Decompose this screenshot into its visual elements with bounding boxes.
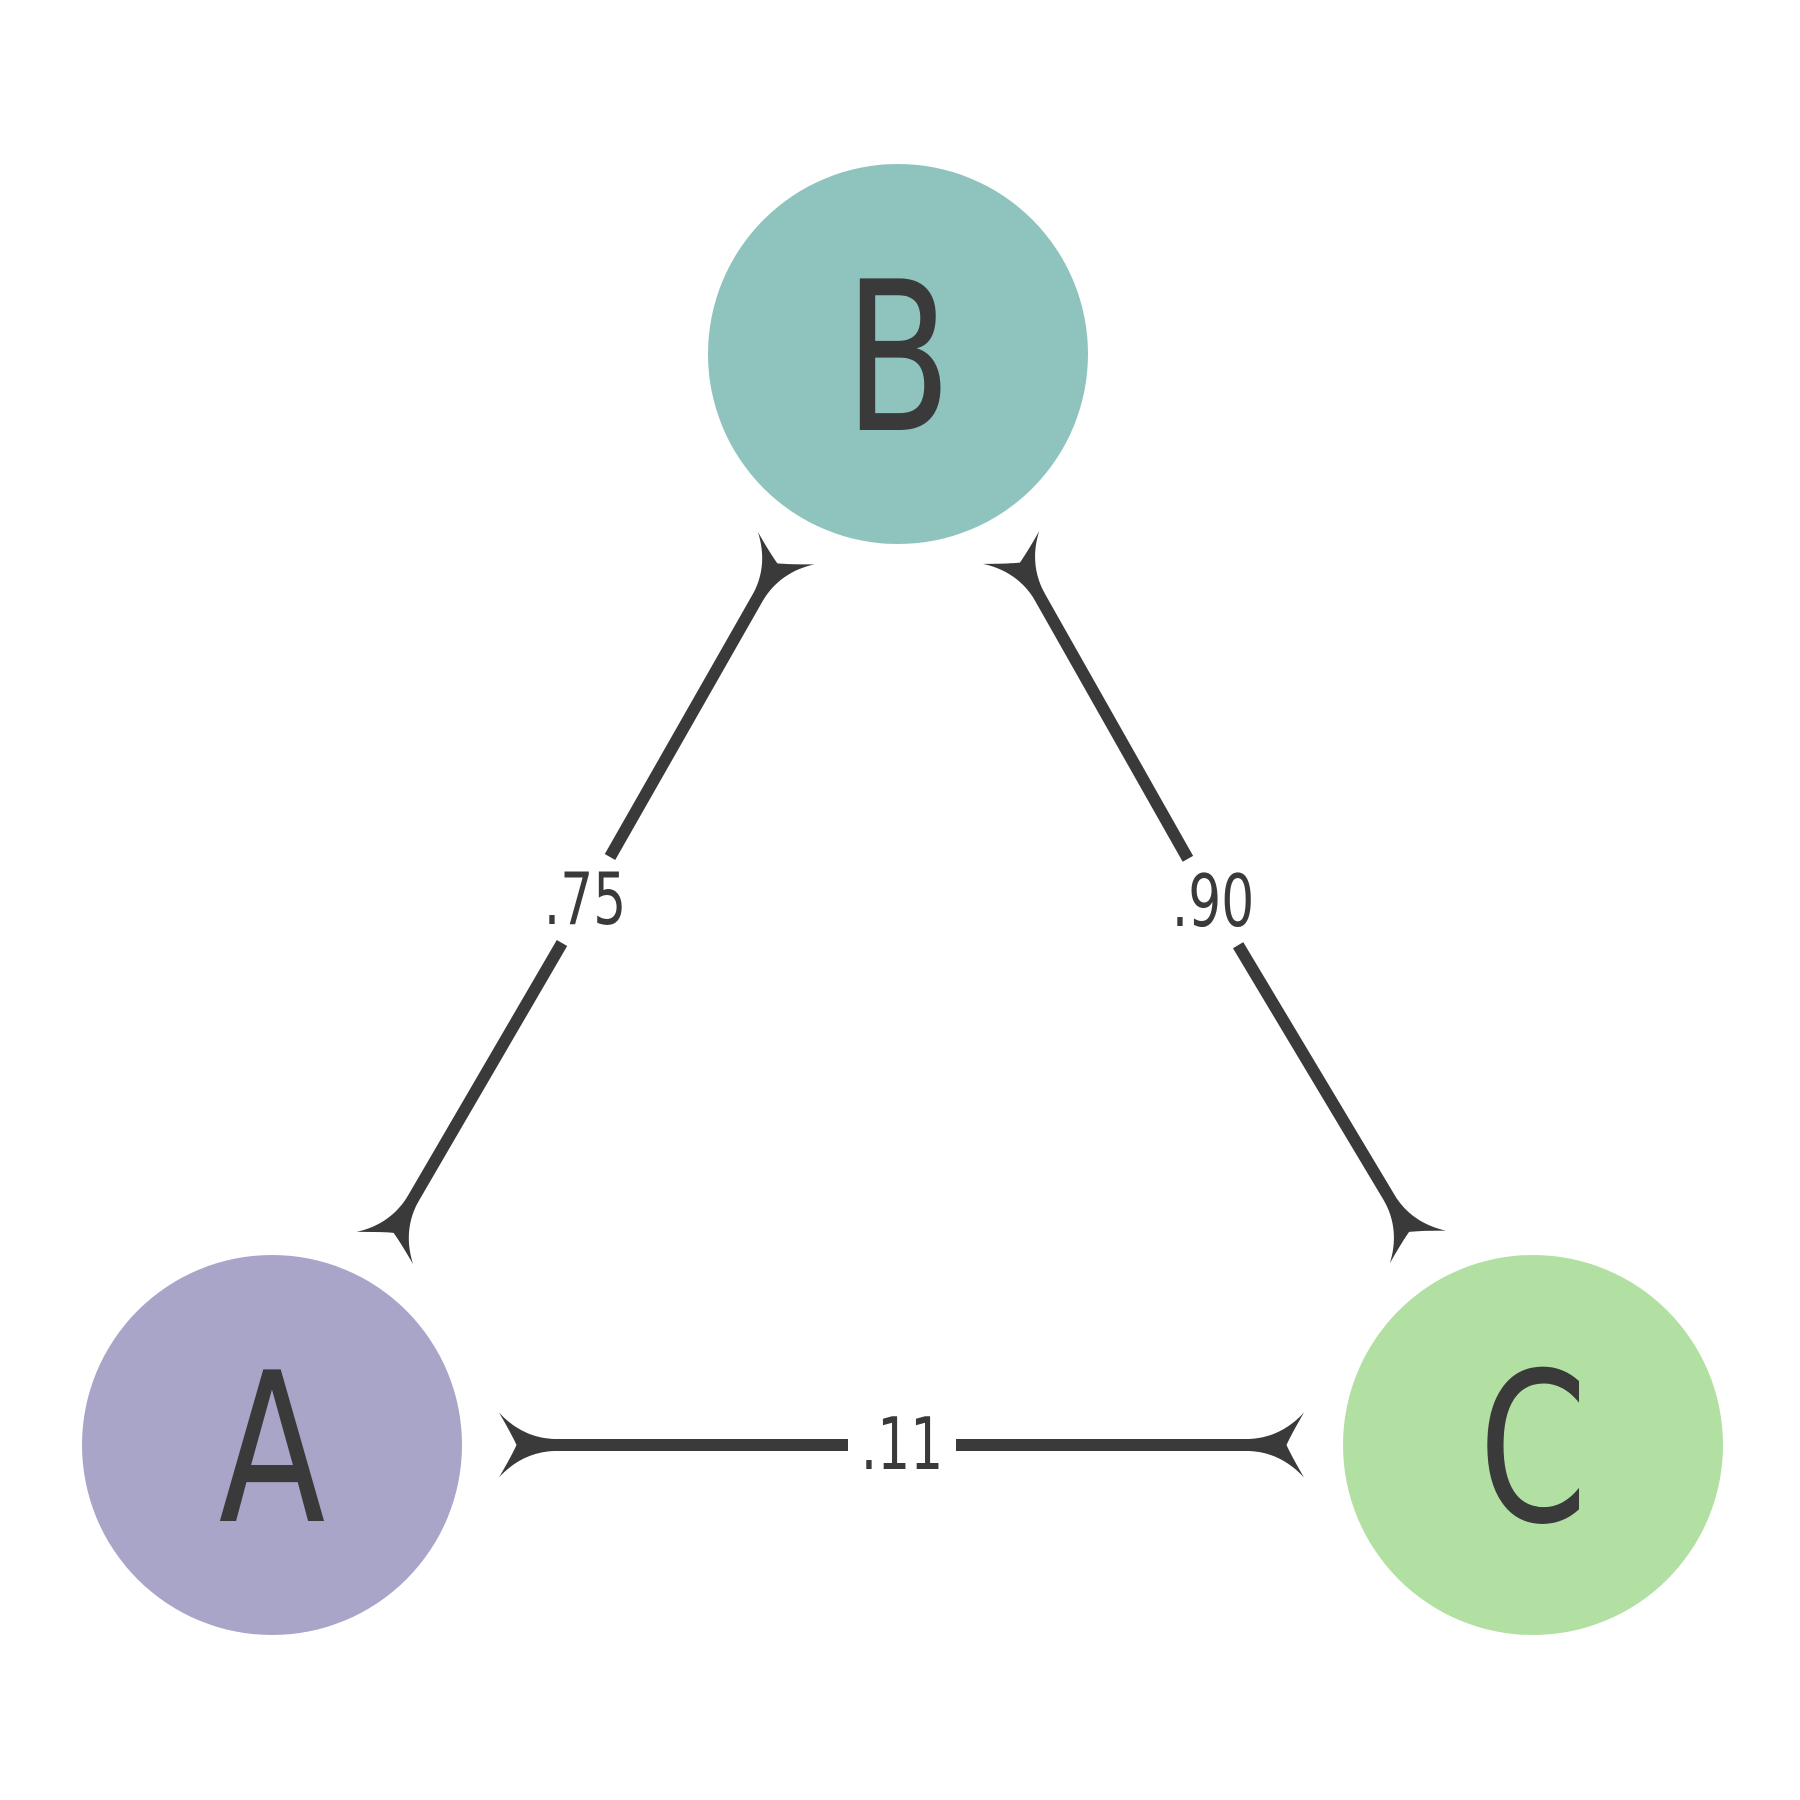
node-C: C — [1343, 1255, 1723, 1635]
edge-A-B: .75 — [356, 532, 815, 1265]
edge-B-C-segment-upper — [1033, 592, 1194, 862]
edge-B-C-segment-lower — [1232, 942, 1396, 1203]
arrowhead-toward-C-icon — [1248, 1412, 1304, 1478]
arrowhead-toward-C-icon — [1361, 1182, 1446, 1264]
edge-B-C-weight-label: .90 — [1172, 859, 1254, 943]
node-A-label: A — [219, 1329, 326, 1571]
arrowhead-toward-B-icon — [730, 532, 815, 613]
edge-A-C: .11 — [499, 1402, 1304, 1486]
node-B-circle — [708, 164, 1088, 544]
node-C-label: C — [1479, 1329, 1588, 1571]
edge-A-B-weight-label: .75 — [544, 857, 626, 941]
node-C-circle — [1343, 1255, 1723, 1635]
arrowhead-toward-B-icon — [983, 531, 1068, 613]
edge-A-B-segment-lower — [407, 939, 568, 1204]
node-B-label: B — [844, 238, 951, 480]
node-B: B — [708, 164, 1088, 544]
edge-A-B-segment-upper — [604, 592, 764, 860]
arrowhead-toward-A-icon — [499, 1412, 555, 1478]
edge-B-C: .90 — [983, 531, 1446, 1264]
arrowhead-toward-A-icon — [356, 1183, 441, 1265]
node-A: A — [82, 1255, 462, 1635]
edge-A-C-weight-label: .11 — [861, 1402, 943, 1486]
node-A-circle — [82, 1255, 462, 1635]
